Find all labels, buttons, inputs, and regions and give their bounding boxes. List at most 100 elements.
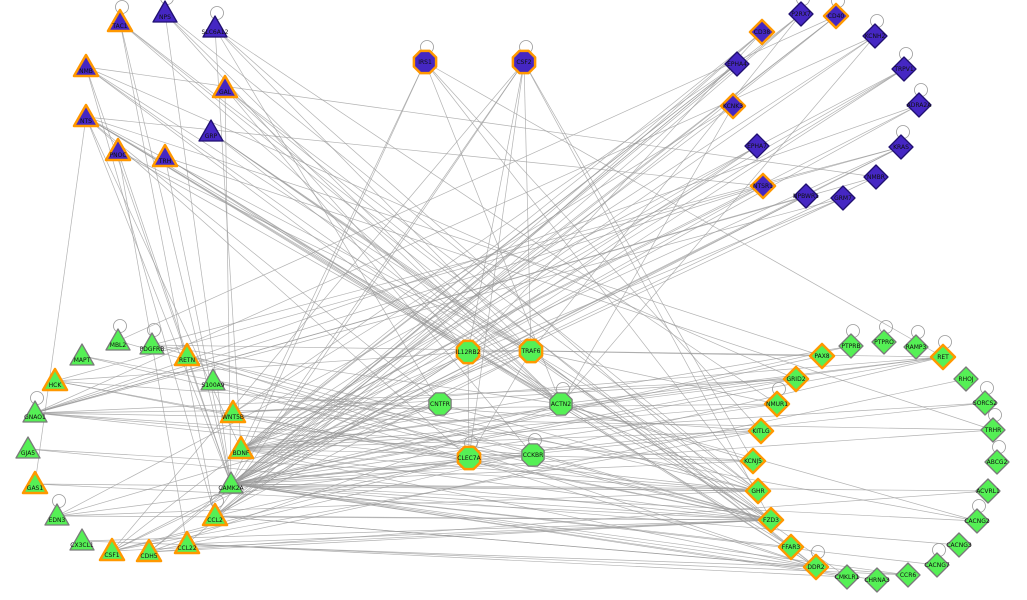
node-PTPRO[interactable]	[871, 329, 897, 355]
edge-ACTN2-KCNJ5	[560, 403, 754, 462]
node-RET[interactable]	[929, 343, 957, 371]
node-GAL[interactable]	[211, 74, 239, 99]
node-CSF2[interactable]	[511, 49, 537, 75]
edge-CNTFR-BDNF	[240, 403, 441, 450]
edge-SLC6A12-FZD3	[214, 27, 772, 521]
node-CHRNA3[interactable]	[864, 567, 890, 593]
node-ABCG2[interactable]	[984, 449, 1010, 475]
node-BDNF[interactable]	[227, 435, 255, 460]
node-CLEC7A[interactable]	[456, 445, 482, 471]
node-CACNG2[interactable]	[964, 508, 990, 534]
node-TAC1[interactable]	[106, 8, 134, 33]
node-TRHR[interactable]	[980, 417, 1006, 443]
node-CACNG7[interactable]	[924, 552, 950, 578]
node-ACTN2[interactable]	[549, 392, 573, 416]
node-CCL22[interactable]	[173, 530, 201, 555]
edge-PDGFRB-FZD3	[151, 344, 772, 521]
node-EPHA4[interactable]	[724, 51, 750, 77]
node-GJA5[interactable]	[15, 436, 41, 459]
node-GRP[interactable]	[198, 119, 224, 142]
edge-TRPV1-EDN3	[56, 68, 905, 517]
node-DDR2[interactable]	[802, 553, 830, 581]
edge-GNAO1-KCNJ5	[34, 412, 754, 462]
node-NPBWR1[interactable]	[793, 183, 819, 209]
node-CX3CL1[interactable]	[69, 528, 95, 551]
node-PNOC[interactable]	[104, 137, 132, 162]
node-EPHA7[interactable]	[744, 133, 770, 159]
node-GHR[interactable]	[744, 477, 772, 505]
node-WNT5B[interactable]	[219, 399, 247, 424]
node-IRS1[interactable]	[412, 49, 438, 75]
node-PAX8[interactable]	[808, 342, 836, 370]
node-NMB[interactable]	[72, 53, 100, 78]
node-TRPV1[interactable]	[891, 56, 917, 82]
node-CAMK2A[interactable]	[218, 471, 244, 494]
node-GAS1[interactable]	[21, 470, 49, 495]
edge-WNT5B-FZD3	[232, 412, 772, 521]
edge-GNAO1-TRHR	[34, 412, 994, 431]
node-FZD3[interactable]	[757, 506, 785, 534]
node-IL12RB2[interactable]	[455, 339, 481, 365]
node-HCK[interactable]	[41, 367, 69, 392]
edge-NTS-GAS1	[34, 116, 87, 485]
edge-ACTN2-CAMK2A	[230, 403, 562, 485]
node-RHOJ[interactable]	[953, 366, 979, 392]
node-CSF1[interactable]	[98, 537, 126, 562]
node-ADRA2A[interactable]	[906, 92, 932, 118]
node-CDH5[interactable]	[135, 538, 163, 563]
node-MBL2[interactable]	[105, 328, 131, 351]
node-CD40[interactable]	[822, 2, 850, 30]
edge-IRS1-GHR	[424, 61, 759, 492]
node-CCKBR[interactable]	[521, 443, 545, 467]
edge-IRS1-CAMK2A	[230, 61, 426, 485]
node-CCL2[interactable]	[201, 502, 229, 527]
edge-CD40-MBL2	[117, 15, 837, 342]
node-RETN[interactable]	[173, 342, 201, 367]
edge-CSF2-IL12RB2	[467, 61, 525, 353]
node-CNTFR[interactable]	[428, 392, 452, 416]
self-loop-EDN3	[52, 494, 66, 508]
node-PTPRB[interactable]	[838, 333, 864, 359]
node-CACNG3[interactable]	[946, 532, 972, 558]
node-NMUR1[interactable]	[763, 390, 791, 418]
node-CCR6[interactable]	[895, 562, 921, 588]
node-SLC6A12[interactable]	[202, 15, 228, 38]
node-KCNK3[interactable]	[719, 92, 747, 120]
node-S100A9[interactable]	[200, 368, 226, 391]
node-CD38[interactable]	[748, 18, 776, 46]
edge-NPBWR1-GNAO1	[34, 195, 807, 414]
node-KCNH2[interactable]	[862, 23, 888, 49]
edge-CLEC7A-HCK	[54, 380, 470, 459]
edge-NPS-CAMK2A	[164, 12, 232, 485]
node-TRH[interactable]	[151, 143, 179, 168]
node-PDGFRB[interactable]	[139, 332, 165, 355]
node-NMBR[interactable]	[863, 164, 889, 190]
edge-TAC1-FZD3	[119, 21, 772, 521]
edge-CCKBR-GNAO1	[34, 412, 534, 456]
node-ACVRL1[interactable]	[975, 478, 1001, 504]
node-GRID2[interactable]	[782, 365, 810, 393]
node-NTS[interactable]	[72, 103, 100, 128]
edge-CAMK2A-CHRNA3	[230, 483, 878, 581]
node-KCNJ5[interactable]	[739, 447, 767, 475]
node-P2RX7[interactable]	[788, 1, 814, 27]
edge-EDN3-GHR	[56, 490, 759, 517]
node-RAMP3[interactable]	[903, 334, 929, 360]
node-NPS[interactable]	[152, 0, 178, 23]
node-SORCS2[interactable]	[972, 390, 998, 416]
node-MAPT[interactable]	[69, 343, 95, 366]
node-EDN3[interactable]	[44, 503, 70, 526]
edge-CAMK2A-KITLG	[230, 430, 762, 485]
node-GRM7[interactable]	[830, 185, 856, 211]
node-GNAO1[interactable]	[22, 400, 48, 423]
node-KITLG[interactable]	[747, 417, 775, 445]
node-NTSR1[interactable]	[749, 172, 777, 200]
node-TRAF6[interactable]	[518, 338, 544, 364]
edge-ACTN2-GHR	[560, 403, 759, 492]
node-FFAR3[interactable]	[777, 533, 805, 561]
edge-IL12RB2-HCK	[54, 351, 469, 382]
edge-CNTFR-EDN3	[56, 403, 441, 517]
node-CMKLR1[interactable]	[834, 564, 860, 590]
node-KRAS[interactable]	[888, 134, 914, 160]
edge-SLC6A12-NMUR1	[214, 27, 778, 405]
